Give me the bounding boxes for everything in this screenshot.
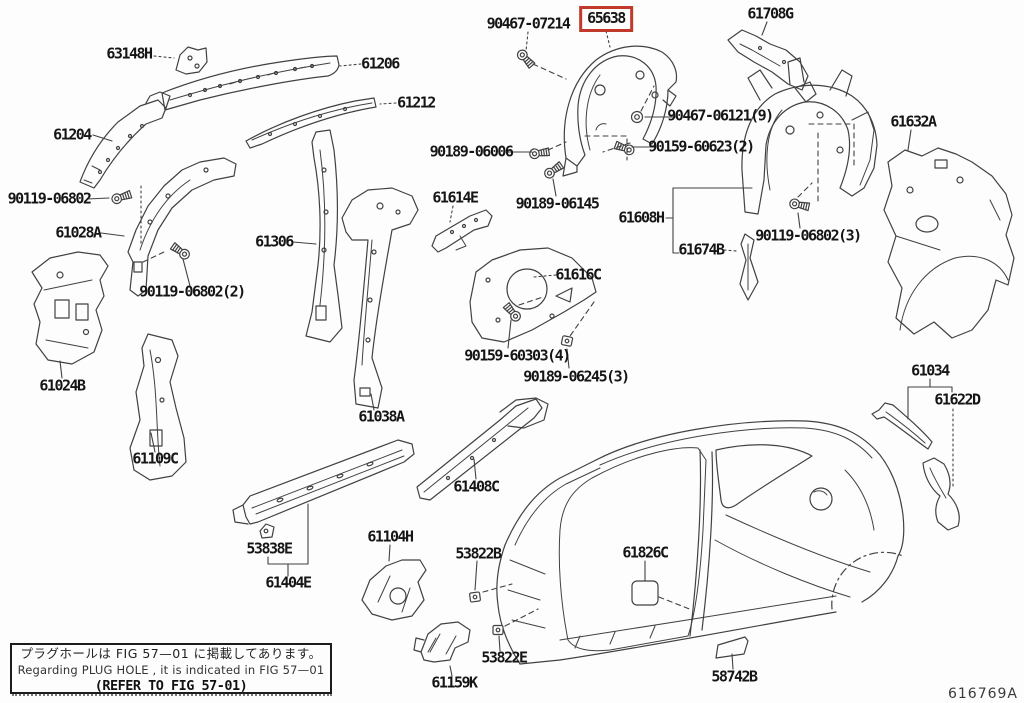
part-label-61826c: 61826C — [622, 543, 669, 562]
bolt-90119-06802 — [110, 189, 133, 206]
part-61622D-shape — [922, 457, 960, 531]
part-63148H-shape — [175, 46, 208, 75]
part-label-61204: 61204 — [53, 125, 92, 144]
part-58742B-shape — [715, 636, 749, 659]
part-label-61404e: 61404E — [265, 573, 312, 592]
car-body-outline — [496, 420, 905, 665]
clip-53838E — [259, 523, 275, 539]
part-label-61109c: 61109C — [132, 449, 179, 468]
part-label-90189-06006: 90189-06006 — [429, 142, 514, 161]
part-label-58742b: 58742B — [711, 667, 758, 686]
clip-53822E — [492, 624, 504, 636]
part-label-61038a: 61038A — [358, 407, 405, 426]
plug-hole-note-box: プラグホールは FIG 57—01 に掲載してあります。 Regarding P… — [10, 643, 332, 694]
part-61614E-shape — [431, 209, 493, 253]
part-label-61616c: 61616C — [555, 265, 602, 284]
part-label-61674b: 61674B — [678, 240, 725, 259]
part-label-90467-07214: 90467-07214 — [486, 14, 571, 33]
part-label-90189-06245-3-: 90189-06245(3) — [523, 367, 630, 386]
part-61038A-shape — [341, 187, 419, 409]
part-label-90119-06802: 90119-06802 — [7, 189, 92, 208]
part-label-61306: 61306 — [255, 232, 294, 251]
part-61632A-shape — [883, 147, 1015, 339]
part-label-90119-06802-2-: 90119-06802(2) — [139, 282, 246, 301]
part-label-61708g: 61708G — [747, 4, 794, 23]
bolt-90467-07214 — [514, 47, 537, 70]
part-61826C-shape — [631, 580, 659, 606]
part-61104H-shape — [361, 559, 427, 621]
part-label-65638: 65638 — [579, 6, 633, 32]
part-label-90467-06121-9-: 90467-06121(9) — [667, 106, 774, 125]
part-61034-shape — [871, 402, 933, 450]
part-label-90159-60303-4-: 90159-60303(4) — [464, 346, 571, 365]
part-61616C-shape — [469, 247, 597, 343]
part-label-53822b: 53822B — [455, 544, 502, 563]
part-label-61028a: 61028A — [55, 223, 102, 242]
part-61206-shape — [161, 55, 340, 111]
assembly-dashed-lines — [140, 63, 855, 627]
part-label-61159k: 61159K — [431, 673, 478, 692]
leader-lines — [59, 21, 954, 677]
part-label-61206: 61206 — [361, 54, 400, 73]
figure-code: 616769A — [947, 686, 1018, 702]
part-label-63148h: 63148H — [106, 44, 153, 63]
part-61708G-shape — [727, 29, 817, 103]
part-61024B-shape — [31, 251, 109, 365]
part-61674B-shape — [739, 233, 759, 301]
grommet-53822B — [468, 591, 482, 603]
part-label-61614e: 61614E — [432, 188, 479, 207]
part-label-90119-06802-3-: 90119-06802(3) — [755, 226, 862, 245]
part-label-90189-06145: 90189-06145 — [515, 194, 600, 213]
part-wheelhouse-inner-assembly-shape — [741, 57, 878, 215]
part-61306-shape — [305, 129, 343, 343]
part-label-61608h: 61608H — [618, 208, 665, 227]
note-box-shadow — [12, 694, 332, 696]
part-label-53838e: 53838E — [246, 539, 293, 558]
part-61204-shape — [79, 91, 171, 189]
part-label-90159-60623-2-: 90159-60623(2) — [648, 137, 755, 156]
part-61408C-shape — [416, 397, 549, 501]
part-label-61408c: 61408C — [453, 477, 500, 496]
bolt-90119-06802-3 — [788, 197, 811, 213]
part-label-61104h: 61104H — [367, 527, 414, 546]
part-61028A-shape — [127, 157, 237, 297]
bolt-90189-06145 — [542, 160, 565, 181]
note-line-japanese: プラグホールは FIG 57—01 に掲載してあります。 — [20, 646, 322, 661]
part-61159K-shape — [413, 621, 471, 663]
nut-90467-06121-9 — [630, 110, 644, 124]
part-65638-shape — [562, 45, 678, 177]
note-line-english: Regarding PLUG HOLE , it is indicated in… — [17, 663, 325, 677]
part-label-61632a: 61632A — [890, 112, 937, 131]
part-label-61024b: 61024B — [39, 376, 86, 395]
bolt-90159-60623-2 — [613, 139, 636, 157]
bolt-90119-06802-2 — [169, 241, 192, 262]
bolt-90189-06006 — [528, 146, 551, 160]
part-label-61212: 61212 — [397, 93, 436, 112]
note-line-refer: (REFER TO FIG 57-01) — [94, 678, 248, 694]
part-label-61034: 61034 — [911, 361, 950, 380]
part-61404E-shape — [232, 439, 415, 525]
part-61212-shape — [245, 97, 377, 149]
part-61109C-shape — [129, 333, 187, 481]
part-label-61622d: 61622D — [934, 390, 981, 409]
clip-90189-06245-3 — [560, 334, 574, 348]
part-label-53822e: 53822E — [481, 648, 528, 667]
